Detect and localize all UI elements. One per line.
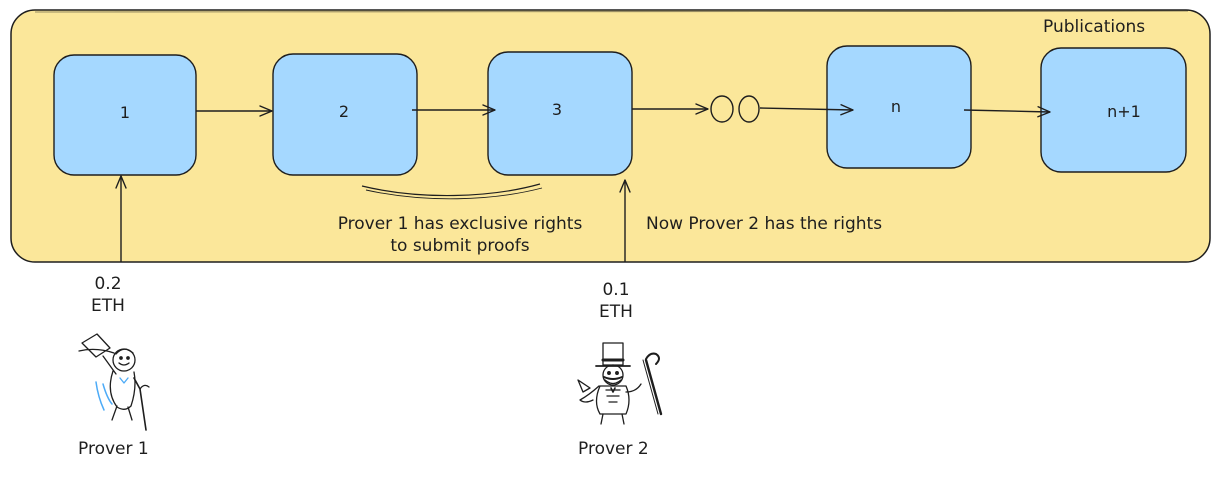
prover-1-rights-line-2: to submit proofs xyxy=(390,236,530,256)
prover-2-bid: 0.1 ETH xyxy=(586,279,646,323)
rights-range-bracket-second-stroke xyxy=(365,187,543,200)
monopoly-man-with-cane-icon xyxy=(577,342,663,425)
prover-1-bid-unit: ETH xyxy=(91,296,125,316)
prover-2-bid-amount: 0.1 xyxy=(602,280,630,300)
publication-box-1 xyxy=(53,54,197,176)
prover-2-rights-annotation: Now Prover 2 has the rights xyxy=(646,214,883,234)
ellipsis-dot-1 xyxy=(710,95,734,123)
publication-label-2: 2 xyxy=(338,102,350,121)
prover-1-bid: 0.2 ETH xyxy=(78,273,138,317)
rights-range-bracket xyxy=(361,183,541,197)
publication-label-n: n xyxy=(890,97,902,116)
monopoly-man-waving-hat-icon xyxy=(78,333,150,431)
prover-1-bid-amount: 0.2 xyxy=(94,274,122,294)
arrow-n-to-n-plus-1 xyxy=(963,106,1051,118)
publication-label-n-plus-1: n+1 xyxy=(1107,102,1141,121)
blue-ribbon xyxy=(95,381,113,411)
publication-box-2 xyxy=(272,53,418,176)
prover-2-name: Prover 2 xyxy=(578,439,649,459)
publications-title: Publications xyxy=(1043,17,1146,37)
publication-label-1: 1 xyxy=(119,103,131,122)
ellipsis-dot-2 xyxy=(738,95,760,123)
publication-box-n xyxy=(826,45,972,169)
arrow-ellipsis-to-n xyxy=(759,104,854,116)
prover-1-name: Prover 1 xyxy=(78,439,149,459)
prover-1-rights-line-1: Prover 1 has exclusive rights xyxy=(337,214,583,234)
publication-label-3: 3 xyxy=(551,100,563,119)
prover-1-rights-annotation: Prover 1 has exclusive rights to submit … xyxy=(300,213,620,257)
prover-2-bid-unit: ETH xyxy=(599,302,633,322)
